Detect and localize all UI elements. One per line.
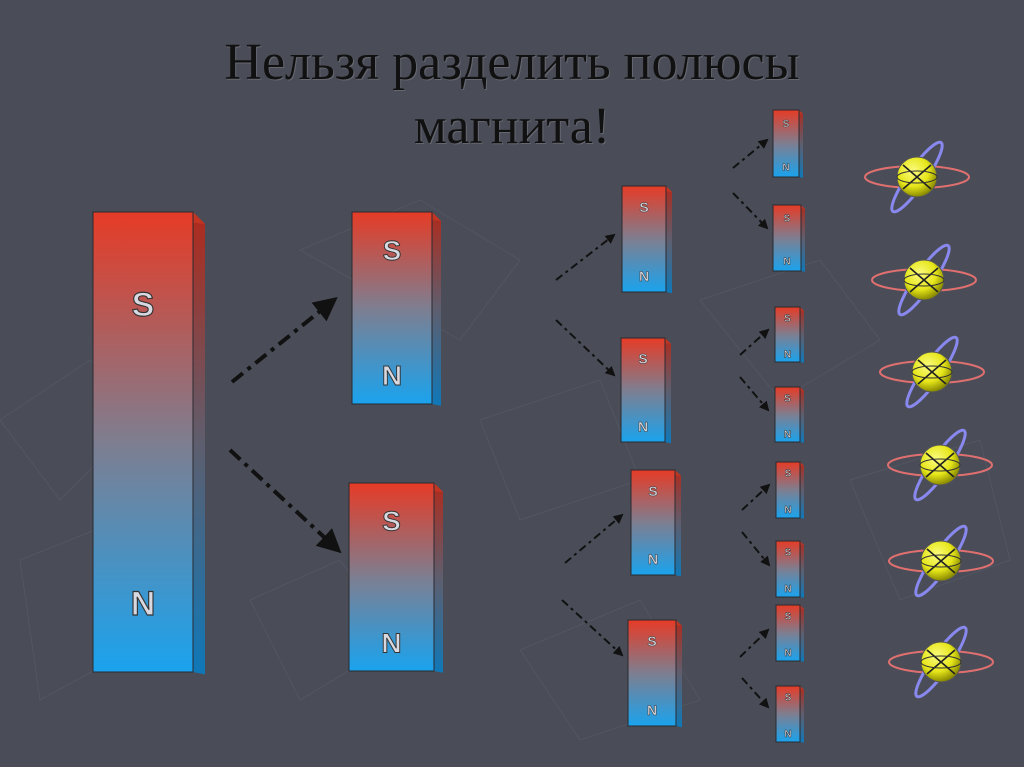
south-pole-label: S xyxy=(647,633,656,649)
north-pole-label: N xyxy=(647,702,657,718)
magnet-stage4-4: SN xyxy=(774,386,804,443)
magnet-stage4-3: SN xyxy=(774,306,804,363)
north-pole-label: N xyxy=(131,585,156,623)
magnet-stage4-5: SN xyxy=(775,461,804,519)
north-pole-label: N xyxy=(639,268,649,284)
north-pole-label: N xyxy=(638,418,648,434)
slide-title-line2: магнита! xyxy=(413,98,611,155)
magnet-stage4-6: SN xyxy=(775,540,804,598)
magnet-stage4-2: SN xyxy=(772,204,805,272)
split-arrow xyxy=(741,677,770,709)
north-pole-label: N xyxy=(784,429,791,440)
south-pole-label: S xyxy=(783,119,790,130)
south-pole-label: S xyxy=(639,199,648,215)
south-pole-label: S xyxy=(785,548,792,559)
south-pole-label: S xyxy=(784,214,791,225)
magnet-stage2-bottom: SN xyxy=(348,482,443,673)
south-pole-label: S xyxy=(785,693,792,704)
south-pole-label: S xyxy=(382,505,401,536)
magnet-stage3-2: SN xyxy=(620,337,671,444)
north-pole-label: N xyxy=(784,648,791,659)
south-pole-label: S xyxy=(132,286,155,324)
south-pole-label: S xyxy=(784,314,791,325)
split-arrow xyxy=(739,328,770,356)
south-pole-label: S xyxy=(383,235,402,266)
atom-icon-2 xyxy=(871,243,977,317)
north-pole-label: N xyxy=(784,729,791,740)
atom-icon-3 xyxy=(879,335,985,409)
north-pole-label: N xyxy=(782,162,789,173)
north-pole-label: N xyxy=(784,505,791,516)
magnet-stage3-1: SN xyxy=(621,185,672,294)
split-arrow xyxy=(739,628,770,658)
atom-icon-4 xyxy=(887,428,993,502)
north-pole-label: N xyxy=(382,360,402,391)
split-arrow xyxy=(555,233,616,281)
atom-icon-5 xyxy=(888,524,994,598)
south-pole-label: S xyxy=(785,612,792,623)
south-pole-label: S xyxy=(638,351,647,367)
slide-title-line1: Нельзя разделить полюсы xyxy=(224,34,800,91)
split-arrow xyxy=(732,138,769,169)
split-arrow xyxy=(741,531,771,567)
north-pole-label: N xyxy=(784,584,791,595)
split-arrow xyxy=(555,319,616,377)
split-arrow xyxy=(230,296,338,384)
north-pole-label: N xyxy=(648,551,658,567)
north-pole-label: N xyxy=(784,349,791,360)
south-pole-label: S xyxy=(784,394,791,405)
north-pole-label: N xyxy=(381,628,401,659)
magnet-stage3-4: SN xyxy=(627,619,682,728)
magnet-stage4-7: SN xyxy=(775,604,804,662)
split-arrow xyxy=(732,192,769,230)
split-arrow xyxy=(228,448,342,554)
atom-icon-6 xyxy=(888,625,994,699)
south-pole-label: S xyxy=(785,469,792,480)
split-arrow xyxy=(564,513,624,564)
split-arrow xyxy=(561,599,624,657)
magnet-stage1: SN xyxy=(92,211,205,675)
magnet-stage4-8: SN xyxy=(775,685,804,743)
magnet-stage4-1: SN xyxy=(772,109,803,178)
split-arrow xyxy=(739,376,770,412)
magnet-stage3-3: SN xyxy=(630,469,681,577)
south-pole-label: S xyxy=(648,483,657,499)
magnet-stage2-top: SN xyxy=(351,211,441,406)
split-arrow xyxy=(741,483,771,511)
atom-icon-1 xyxy=(864,140,970,214)
north-pole-label: N xyxy=(783,257,790,268)
